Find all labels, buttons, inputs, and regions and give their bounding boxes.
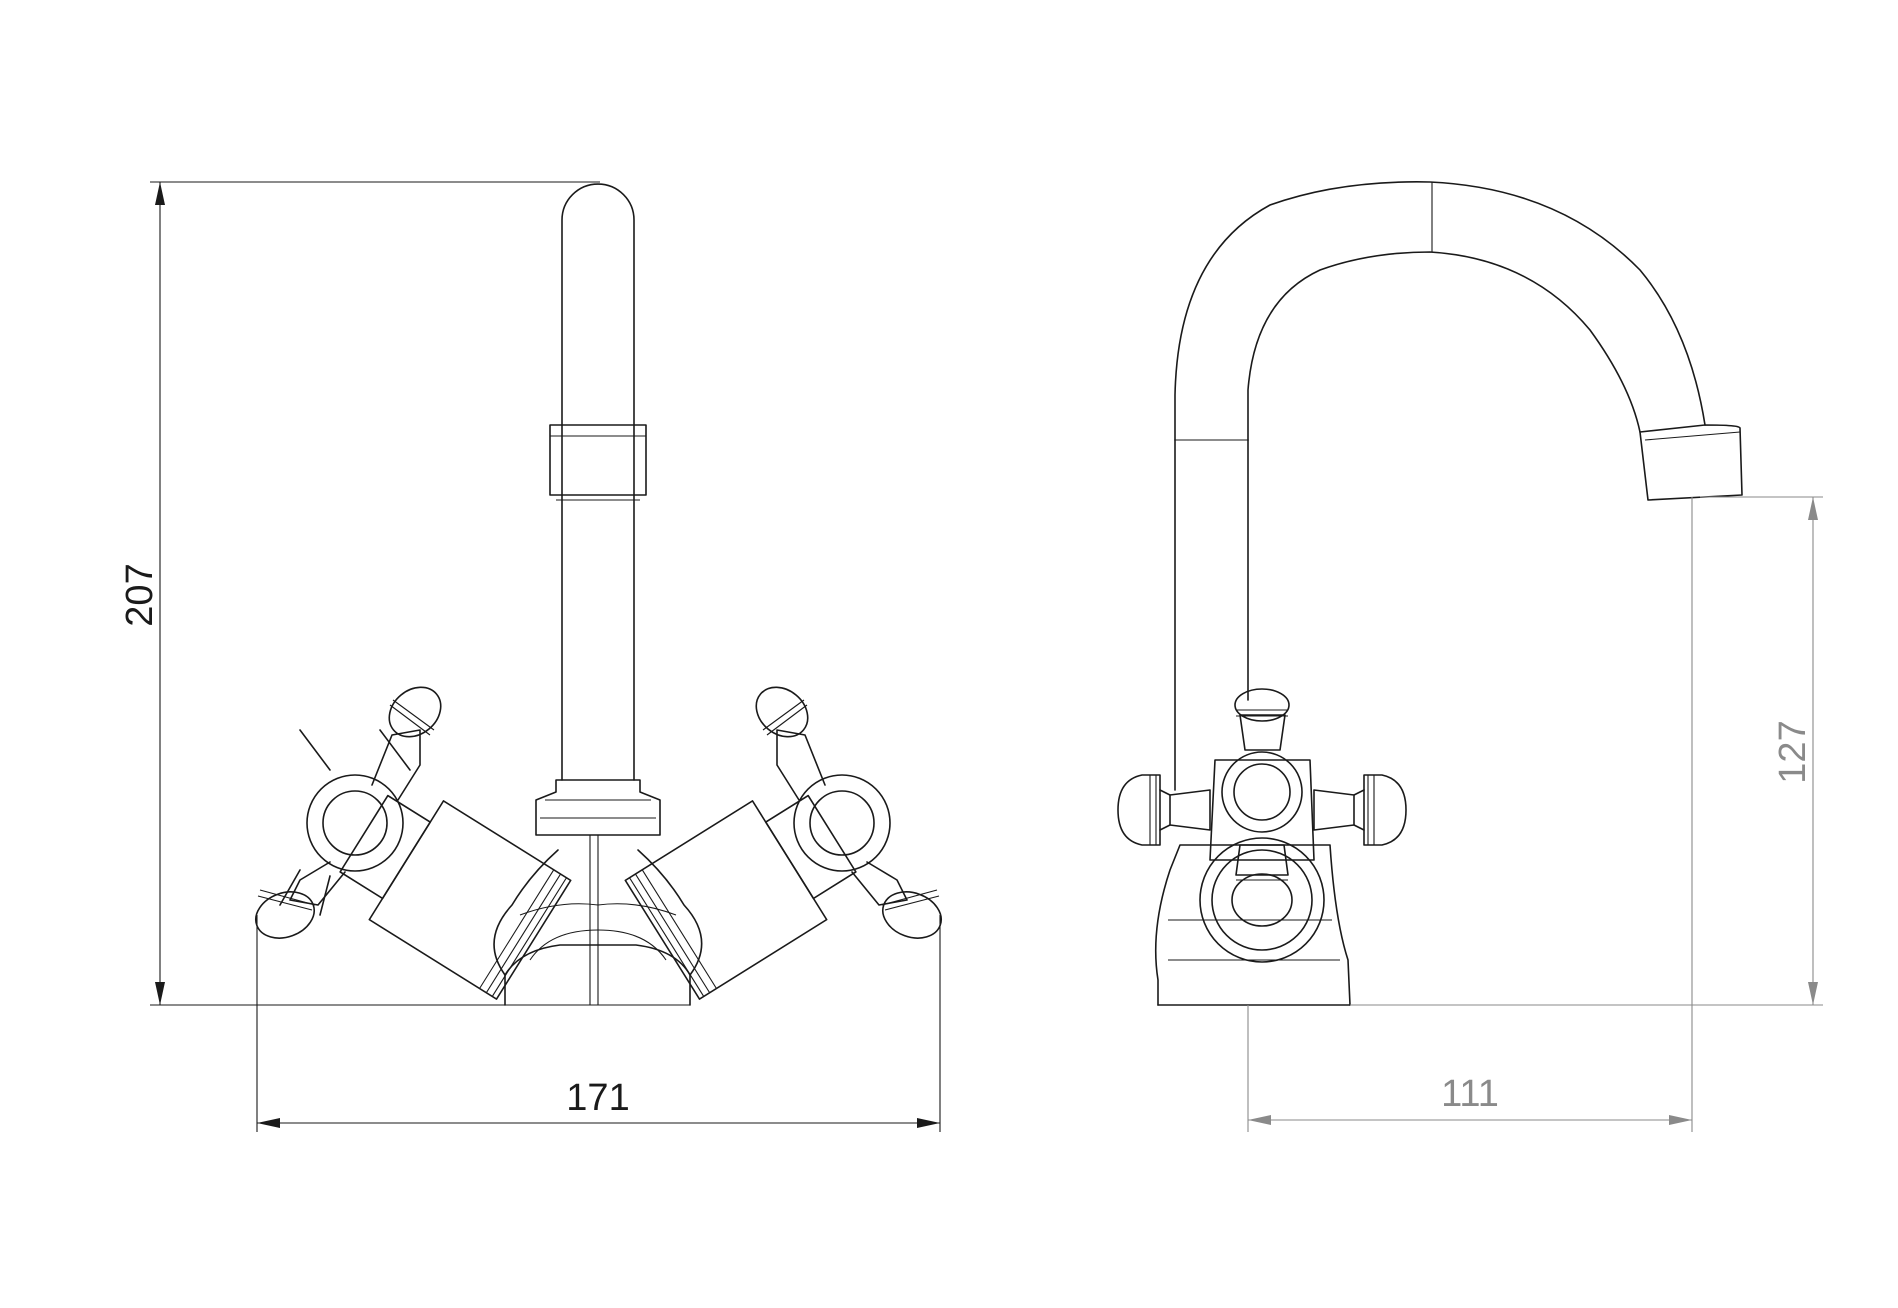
front-right-handle — [755, 686, 942, 939]
front-height-dimension: 207 — [119, 181, 690, 1006]
front-collar — [535, 779, 661, 1005]
side-height-dimension: 127 — [1350, 496, 1823, 1006]
front-left-valve — [339, 794, 572, 1000]
front-spout — [549, 183, 647, 781]
side-height-label: 127 — [1772, 720, 1814, 783]
side-base — [1154, 844, 1351, 1006]
side-handle — [1117, 688, 1407, 963]
side-reach-label: 111 — [1441, 1073, 1499, 1115]
front-width-dimension: 171 — [256, 915, 941, 1132]
side-body — [1174, 439, 1249, 791]
side-reach-dimension: 111 — [1247, 497, 1693, 1132]
front-width-label: 171 — [566, 1077, 629, 1119]
front-height-label: 207 — [119, 563, 161, 626]
front-left-handle — [255, 686, 442, 939]
side-spout — [1174, 181, 1743, 501]
front-right-valve — [624, 794, 857, 1000]
side-view: 127 111 — [1117, 181, 1823, 1132]
front-view: 207 171 — [119, 181, 942, 1132]
